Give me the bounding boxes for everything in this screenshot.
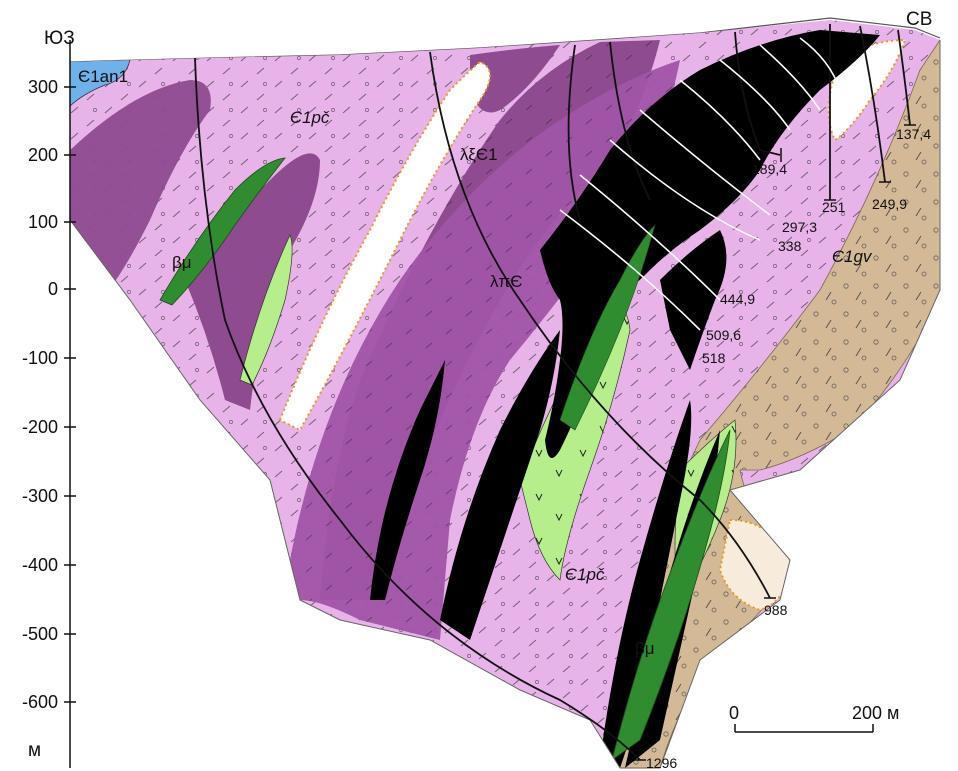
y-tick-minus100: -100 — [22, 348, 58, 368]
ore-lens-4 — [370, 360, 445, 600]
basalt-dyke-left — [159, 157, 286, 306]
altered-zone-1 — [278, 60, 491, 432]
ore-body-main — [540, 30, 880, 458]
survey-lines — [559, 37, 841, 331]
depth-988: 988 — [764, 602, 788, 618]
label-pc-upper: Є1pč — [290, 108, 330, 127]
y-tick-300: 300 — [28, 77, 58, 97]
y-tick-minus500: -500 — [22, 624, 58, 644]
an1-unit — [70, 59, 131, 112]
depth-251: 251 — [822, 199, 846, 215]
basalt-dyke-right — [611, 429, 731, 761]
direction-southwest: ЮЗ — [44, 28, 75, 49]
label-lambda-pi: λπЄ — [490, 272, 522, 291]
depth-509-6: 509,6 — [706, 327, 741, 343]
depth-338: 338 — [778, 238, 802, 254]
depth-137-4: 137,4 — [896, 126, 931, 142]
basalt-dyke-mid — [559, 223, 656, 431]
label-gv: Є1gv — [832, 247, 873, 266]
label-pc-lower: Є1pč — [565, 565, 605, 584]
section-outline — [69, 40, 941, 769]
label-an1: Є1an1 — [78, 67, 128, 86]
depth-297-3: 297,3 — [782, 219, 817, 235]
boreholes — [194, 24, 911, 761]
depth-1296: 1296 — [646, 755, 677, 771]
direction-northeast: СВ — [906, 9, 932, 30]
label-beta-mu-left: βμ — [172, 253, 192, 272]
scale-bar — [734, 724, 874, 733]
dark-band-top — [470, 45, 560, 113]
y-tick-200: 200 — [28, 145, 58, 165]
y-axis-unit: м — [28, 740, 41, 761]
ore-lens-3 — [440, 330, 560, 640]
y-tick-0: 0 — [48, 279, 58, 299]
y-tick-minus300: -300 — [22, 486, 58, 506]
y-tick-minus400: -400 — [22, 555, 58, 575]
ore-lens-2 — [660, 230, 727, 370]
y-tick-100: 100 — [28, 212, 58, 232]
scale-bar-start: 0 — [729, 703, 739, 723]
label-lambda-xi: λξЄ1 — [460, 145, 498, 164]
y-tick-minus200: -200 — [22, 417, 58, 437]
dark-band-left-2 — [185, 153, 320, 411]
label-beta-mu-right: βμ — [635, 639, 655, 658]
scale-bar-end: 200 м — [852, 703, 899, 723]
depth-518: 518 — [702, 350, 726, 366]
borehole-end-ticks — [634, 124, 916, 761]
y-axis-ticks — [64, 86, 76, 703]
ore-lens-5 — [600, 400, 692, 768]
y-tick-minus600: -600 — [22, 692, 58, 712]
light-green-dyke-left — [239, 234, 293, 386]
depth-249-9: 249,9 — [872, 196, 907, 212]
depth-444-9: 444,9 — [720, 291, 755, 307]
dark-band-left-1 — [70, 80, 211, 300]
depth-189-4: 189,4 — [752, 161, 787, 177]
